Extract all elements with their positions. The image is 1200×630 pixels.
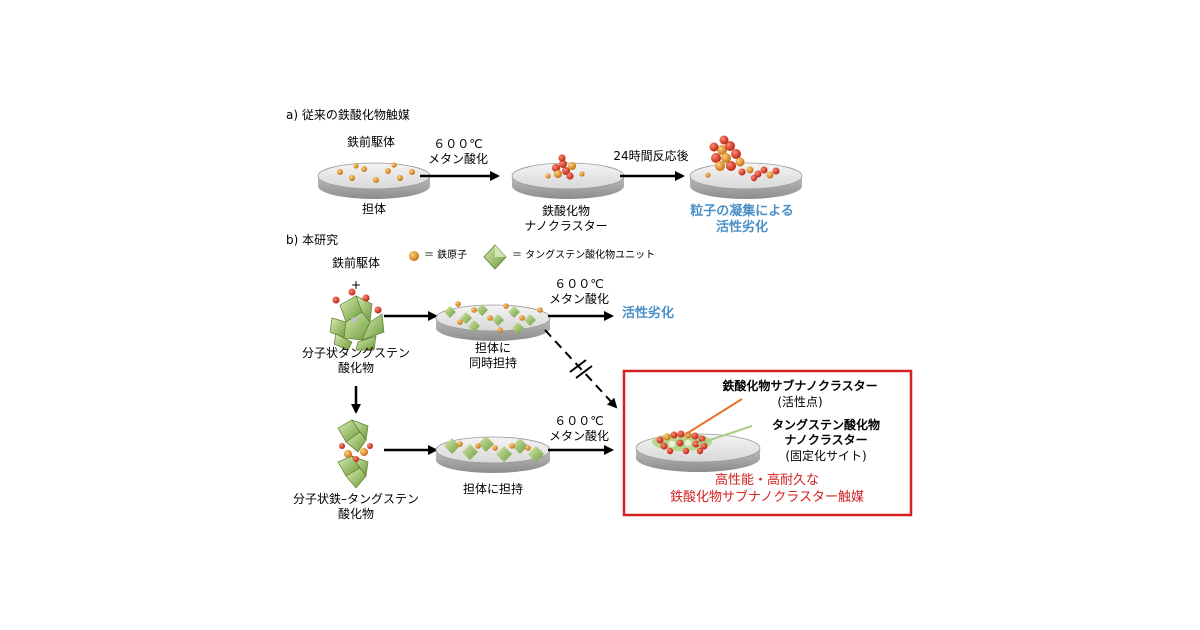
dashed-arrow-blocked <box>544 329 618 409</box>
nanocluster-a2 <box>545 154 585 180</box>
a-deactivation-2: 活性劣化 <box>715 220 769 235</box>
supported-species-b2 <box>444 436 544 462</box>
legend-fe-atom-icon <box>409 251 419 261</box>
disc-b2 <box>435 436 551 473</box>
a-deactivation-1: 粒子の凝集による <box>690 204 794 219</box>
b-step-bottom-temperature: ６００℃ <box>554 414 604 428</box>
a-step2-label: 24時間反応後 <box>613 149 689 163</box>
a-cluster-label-2: ナノクラスター <box>524 219 608 233</box>
molecular-fe-w-oxide-structure <box>337 419 373 489</box>
callout1-title: 鉄酸化物サブナノクラスター <box>722 379 878 393</box>
b-supported-label: 担体に担持 <box>462 482 524 496</box>
a-step1-temperature: ６００℃ <box>433 137 483 151</box>
b-precursor-label: 鉄前駆体 <box>331 256 381 270</box>
section-a-title: a) 従来の鉄酸化物触媒 <box>286 108 410 122</box>
disc-a3 <box>689 162 803 199</box>
result-title-1: 高性能・高耐久な <box>714 473 820 488</box>
b-molecular-w-2: 酸化物 <box>337 361 375 375</box>
molecular-w-oxide-structure <box>329 288 385 351</box>
callout2-subtitle: (固定化サイト) <box>785 449 867 463</box>
b-co-support-2: 同時担持 <box>468 356 518 370</box>
b-molecular-w-1: 分子状タングステン <box>301 346 411 360</box>
callout1-line <box>685 398 743 435</box>
a-step1-reaction: メタン酸化 <box>427 152 489 166</box>
b-step-top-temperature: ６００℃ <box>554 277 604 291</box>
b-plus-sign: + <box>350 278 362 292</box>
co-supported-species-b1 <box>444 301 543 334</box>
a-support-label: 担体 <box>361 202 387 216</box>
callout1-subtitle: (活性点) <box>777 395 823 409</box>
b-co-support-1: 担体に <box>474 341 512 355</box>
disc-a1 <box>317 162 431 199</box>
b-step-bottom-reaction: メタン酸化 <box>548 429 610 443</box>
disc-b1 <box>435 304 551 341</box>
b-step-top-reaction: メタン酸化 <box>548 292 610 306</box>
sub-nanocluster-catalyst <box>652 430 712 455</box>
legend-fe-label: ＝ 鉄原子 <box>424 250 468 261</box>
fe-atoms-a1 <box>337 162 415 183</box>
callout2-title-2: ナノクラスター <box>784 433 868 447</box>
b-molecular-fe-w-2: 酸化物 <box>337 507 375 521</box>
callout2-title-1: タングステン酸化物 <box>771 418 881 432</box>
legend-w-label: ＝ タングステン酸化物ユニット <box>512 250 656 261</box>
b-top-result: 活性劣化 <box>622 306 675 321</box>
callout2-line <box>697 425 753 445</box>
aggregated-particle-a3 <box>705 135 780 182</box>
a-cluster-label-1: 鉄酸化物 <box>541 204 591 218</box>
a-precursor-label: 鉄前駆体 <box>346 135 396 149</box>
result-title-2: 鉄酸化物サブナノクラスター触媒 <box>669 490 865 505</box>
b-molecular-fe-w-1: 分子状鉄–タングステン <box>292 492 420 506</box>
section-b-title: b) 本研究 <box>286 233 339 247</box>
legend-tungsten-unit-icon <box>483 244 507 270</box>
